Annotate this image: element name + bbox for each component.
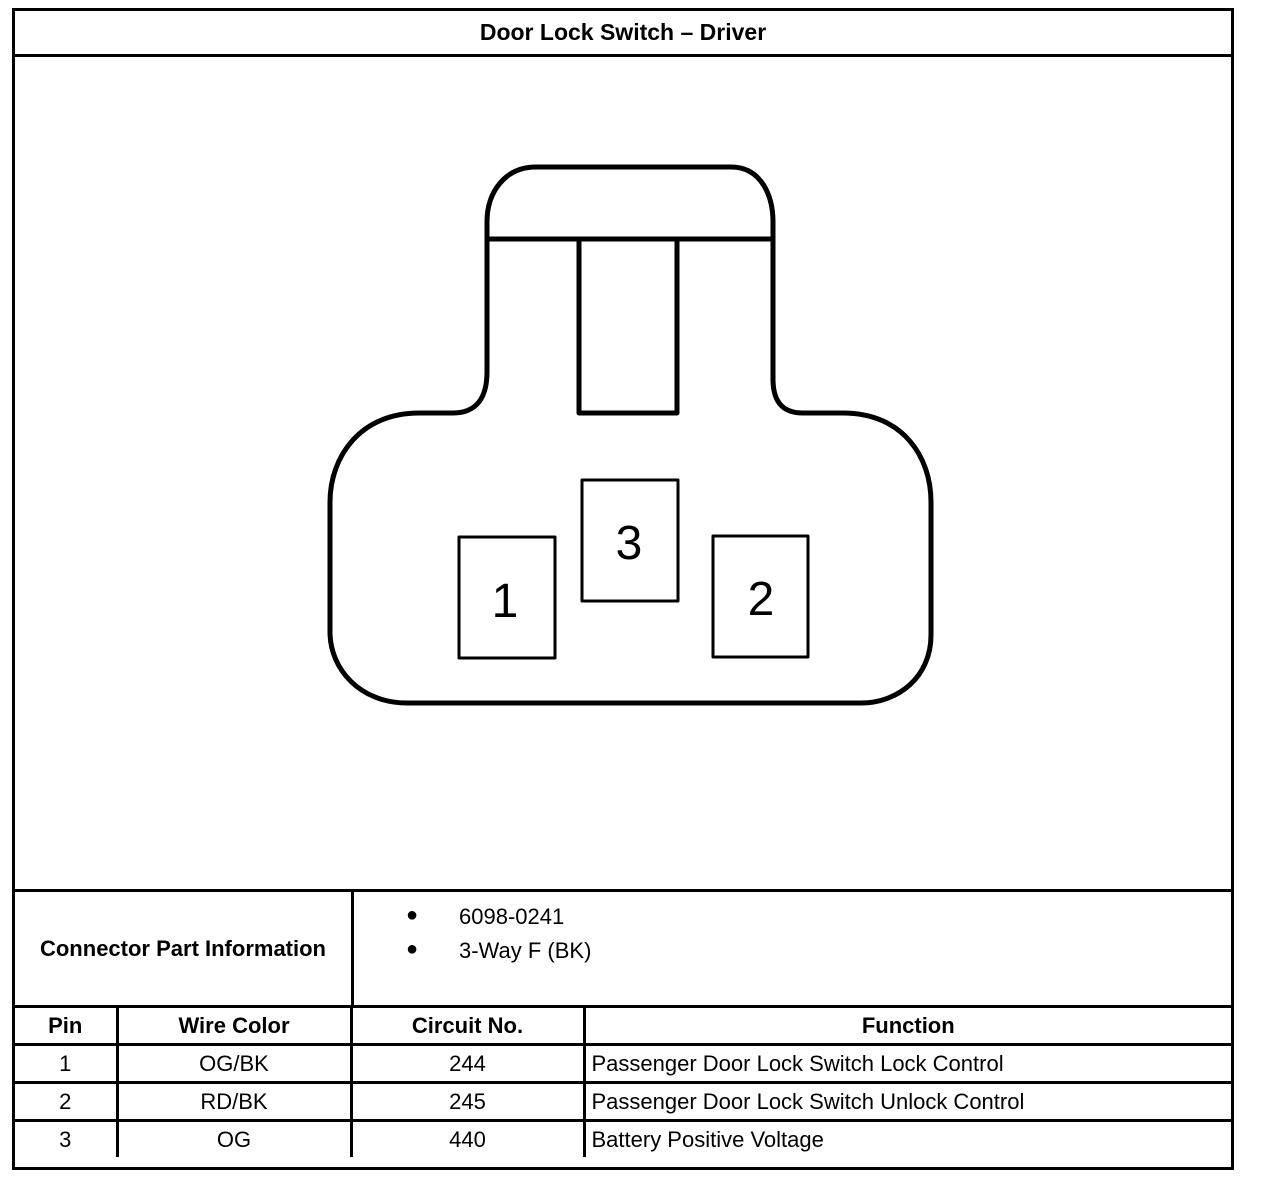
header-wire-color: Wire Color bbox=[115, 1005, 353, 1046]
bullet-icon: ● bbox=[406, 938, 419, 960]
table-row: 3 OG 440 Battery Positive Voltage bbox=[15, 1119, 1231, 1157]
connector-type: 3-Way F (BK) bbox=[459, 938, 592, 963]
diagram-title: Door Lock Switch – Driver bbox=[15, 11, 1231, 57]
cell-circuit-no: 245 bbox=[349, 1081, 586, 1122]
cell-pin: 3 bbox=[15, 1119, 119, 1157]
cell-circuit-no: 244 bbox=[349, 1043, 586, 1084]
pin-cavity-1 bbox=[457, 535, 557, 660]
latch-tab bbox=[576, 236, 680, 416]
pin-cavity-3 bbox=[580, 478, 680, 603]
table-header-row: Pin Wire Color Circuit No. Function bbox=[15, 1005, 1231, 1046]
cell-function: Passenger Door Lock Switch Lock Control bbox=[582, 1043, 1231, 1084]
connector-body-outline bbox=[327, 164, 934, 706]
pin-cavity-2 bbox=[711, 534, 810, 659]
cell-wire-color: OG bbox=[115, 1119, 353, 1157]
pin-label-2: 2 bbox=[748, 573, 775, 626]
connector-sheet: Door Lock Switch – Driver 1 3 2 Connecto… bbox=[12, 8, 1234, 1170]
list-item: ● 6098-0241 bbox=[354, 904, 1231, 938]
part-number: 6098-0241 bbox=[459, 904, 565, 929]
list-item: ● 3-Way F (BK) bbox=[354, 938, 1231, 972]
cell-circuit-no: 440 bbox=[349, 1119, 586, 1157]
header-function: Function bbox=[582, 1005, 1231, 1046]
cell-function: Battery Positive Voltage bbox=[582, 1119, 1231, 1157]
pin-table: Pin Wire Color Circuit No. Function 1 OG… bbox=[15, 1005, 1231, 1157]
header-pin: Pin bbox=[15, 1005, 119, 1046]
table-row: 2 RD/BK 245 Passenger Door Lock Switch U… bbox=[15, 1081, 1231, 1122]
connector-part-information-label: Connector Part Information bbox=[15, 892, 354, 1005]
table-row: 1 OG/BK 244 Passenger Door Lock Switch L… bbox=[15, 1043, 1231, 1084]
connector-face-svg: 1 3 2 bbox=[327, 164, 934, 706]
connector-drawing: 1 3 2 bbox=[15, 57, 1231, 892]
bullet-icon: ● bbox=[406, 904, 419, 926]
pin-label-1: 1 bbox=[492, 575, 519, 628]
cell-pin: 2 bbox=[15, 1081, 119, 1122]
cell-function: Passenger Door Lock Switch Unlock Contro… bbox=[582, 1081, 1231, 1122]
connector-part-information-list: ● 6098-0241 ● 3-Way F (BK) bbox=[354, 904, 1231, 972]
pin-label-3: 3 bbox=[616, 517, 643, 570]
header-circuit-no: Circuit No. bbox=[349, 1005, 586, 1046]
connector-part-information-row: Connector Part Information ● 6098-0241 ●… bbox=[15, 892, 1231, 1008]
cell-pin: 1 bbox=[15, 1043, 119, 1084]
cell-wire-color: RD/BK bbox=[115, 1081, 353, 1122]
cell-wire-color: OG/BK bbox=[115, 1043, 353, 1084]
